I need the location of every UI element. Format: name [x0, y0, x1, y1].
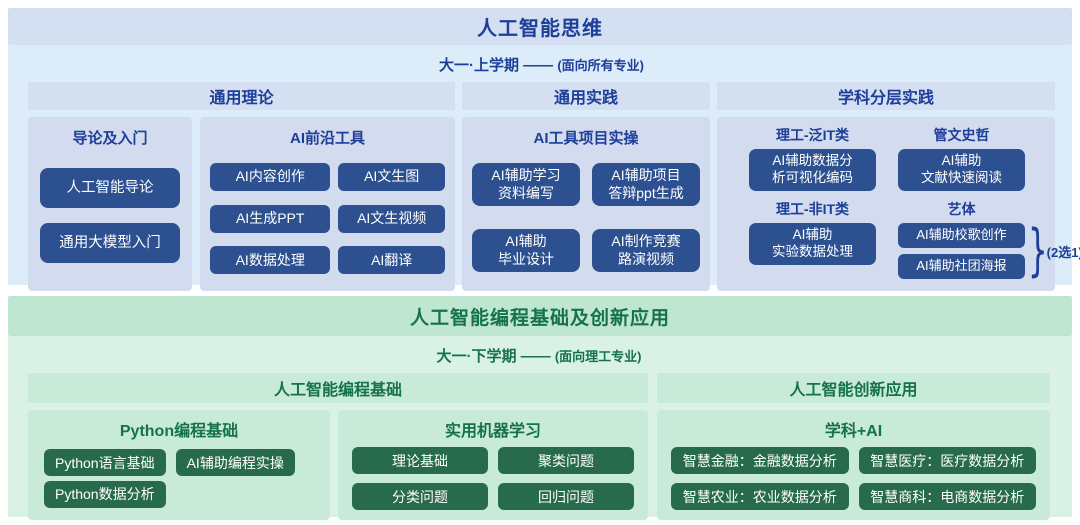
column-general-practice: 通用实践 AI工具项目实操 AI辅助学习 资料编写 AI辅助项目 答辩ppt生成…	[462, 82, 710, 291]
course-block: Python数据分析	[44, 480, 166, 508]
choose-one-note: (2选1)	[1046, 244, 1080, 260]
layered-practice-grid: 理工-泛IT类 AI辅助数据分 析可视化编码 管文史哲 AI辅助 文献快速阅读 …	[717, 117, 1080, 291]
section2-subtitle: 大一·下学期 —— (面向理工专业)	[28, 341, 1050, 373]
course-block: AI辅助校歌创作	[898, 223, 1025, 248]
course-block: Python语言基础	[44, 449, 166, 477]
arts-course-stack: AI辅助校歌创作 AI辅助社团海报	[898, 223, 1025, 279]
column-layered-practice: 学科分层实践 理工-泛IT类 AI辅助数据分 析可视化编码 管文史哲 AI辅助 …	[717, 82, 1080, 291]
course-block: AI数据处理	[210, 246, 331, 275]
course-block: AI辅助项目 答辩ppt生成	[592, 163, 700, 206]
panel-python-basics-title: Python编程基础	[119, 423, 239, 440]
course-block: AI文生视频	[338, 204, 445, 233]
course-block: 回归问题	[498, 483, 634, 510]
python-course-row: Python数据分析	[44, 480, 166, 508]
python-course-row: Python语言基础 AI辅助编程实操	[44, 449, 295, 477]
section1-columns: 通用理论 导论及入门 人工智能导论 通用大模型入门 AI前沿工具	[28, 82, 1080, 291]
course-block: AI制作竞赛 路演视频	[592, 229, 700, 272]
course-block: 人工智能导论	[40, 167, 180, 208]
course-block: 分类问题	[352, 483, 488, 510]
machine-learning-grid: 理论基础 聚类问题 分类问题 回归问题	[338, 443, 648, 520]
discipline-group: 管文史哲 AI辅助 文献快速阅读	[898, 125, 1025, 191]
section-ai-thinking: 人工智能思维 大一·上学期 —— (面向所有专业) 通用理论 导论及入门 人工智…	[8, 8, 1080, 291]
course-block: AI辅助学习 资料编写	[472, 163, 580, 206]
column-header-programming-foundations: 人工智能编程基础	[28, 373, 648, 403]
course-block: 理论基础	[352, 447, 488, 474]
column-header-general-theory: 通用理论	[28, 82, 455, 110]
panel-machine-learning: 实用机器学习 理论基础 聚类问题 分类问题 回归问题	[338, 410, 648, 520]
course-block: 聚类问题	[498, 447, 634, 474]
discipline-group: 理工-非IT类 AI辅助 实验数据处理	[749, 199, 876, 279]
column-innovation-applications: 人工智能创新应用 学科+AI 智慧金融：金融数据分析 智慧医疗：医疗数据分析 智…	[657, 373, 1050, 520]
panel-project-practice-title: AI工具项目实操	[533, 130, 639, 147]
panel-subject-ai-title: 学科+AI	[824, 423, 883, 440]
panel-machine-learning-title: 实用机器学习	[444, 423, 541, 440]
general-theory-panels: 导论及入门 人工智能导论 通用大模型入门 AI前沿工具 AI内容创作 AI文生图	[28, 117, 455, 291]
course-block: 智慧医疗：医疗数据分析	[858, 447, 1036, 474]
curly-brace-decoration: }	[1028, 218, 1048, 284]
course-block: AI翻译	[338, 246, 445, 275]
audience-note: (面向理工专业)	[554, 349, 642, 364]
python-course-rows: Python语言基础 AI辅助编程实操 Python数据分析	[28, 443, 330, 520]
course-block: 智慧金融：金融数据分析	[671, 447, 849, 474]
discipline-label: 管文史哲	[933, 127, 990, 143]
course-block: AI辅助编程实操	[175, 449, 295, 477]
panel-python-basics: Python编程基础 Python语言基础 AI辅助编程实操 Python数据分…	[28, 410, 330, 520]
course-block: AI辅助数据分 析可视化编码	[749, 149, 876, 191]
course-block: AI生成PPT	[210, 204, 331, 233]
course-block: AI辅助 实验数据处理	[749, 223, 876, 265]
section1-body: 大一·上学期 —— (面向所有专业) 通用理论 导论及入门 人工智能导论 通用大…	[8, 45, 1080, 291]
discipline-label: 理工-非IT类	[775, 201, 850, 217]
semester-label: 大一·上学期 ——	[438, 57, 554, 74]
panel-layered-practice: 理工-泛IT类 AI辅助数据分 析可视化编码 管文史哲 AI辅助 文献快速阅读 …	[717, 117, 1080, 291]
ai-tools-grid: AI内容创作 AI文生图 AI生成PPT AI文生视频 AI数据处理 AI翻译	[200, 150, 455, 291]
discipline-label: 理工-泛IT类	[775, 127, 850, 143]
section1-header: 人工智能思维	[8, 8, 1072, 45]
course-block: AI辅助 毕业设计	[472, 229, 580, 272]
panel-ai-tools: AI前沿工具 AI内容创作 AI文生图 AI生成PPT AI文生视频 AI数据处…	[200, 117, 455, 291]
column-programming-foundations: 人工智能编程基础 Python编程基础 Python语言基础 AI辅助编程实操 …	[28, 373, 648, 520]
section2-columns: 人工智能编程基础 Python编程基础 Python语言基础 AI辅助编程实操 …	[28, 373, 1050, 520]
section2-header: 人工智能编程基础及创新应用	[8, 296, 1072, 336]
course-block: 智慧商科：电商数据分析	[858, 483, 1036, 510]
section2-body: 大一·下学期 —— (面向理工专业) 人工智能编程基础 Python编程基础 P…	[8, 336, 1072, 520]
project-practice-grid: AI辅助学习 资料编写 AI辅助项目 答辩ppt生成 AI辅助 毕业设计 AI制…	[462, 150, 710, 291]
course-block: AI内容创作	[210, 162, 331, 191]
section-ai-programming: 人工智能编程基础及创新应用 大一·下学期 —— (面向理工专业) 人工智能编程基…	[8, 296, 1072, 520]
column-header-general-practice: 通用实践	[462, 82, 710, 110]
panel-intro-title: 导论及入门	[72, 130, 148, 147]
discipline-label: 艺体	[947, 201, 976, 217]
section1-subtitle: 大一·上学期 —— (面向所有专业)	[28, 50, 1055, 82]
semester-label: 大一·下学期 ——	[436, 348, 551, 365]
intro-course-list: 人工智能导论 通用大模型入门	[28, 150, 192, 291]
panel-ai-tools-title: AI前沿工具	[289, 130, 365, 147]
arts-choice-row: AI辅助校歌创作 AI辅助社团海报 } (2选1)	[898, 223, 1080, 279]
course-block: AI文生图	[338, 162, 445, 191]
subject-ai-grid: 智慧金融：金融数据分析 智慧医疗：医疗数据分析 智慧农业：农业数据分析 智慧商科…	[657, 443, 1050, 520]
panel-intro: 导论及入门 人工智能导论 通用大模型入门	[28, 117, 192, 291]
discipline-group: 理工-泛IT类 AI辅助数据分 析可视化编码	[749, 125, 876, 191]
section1-title: 人工智能思维	[477, 18, 603, 40]
discipline-group-arts: 艺体 AI辅助校歌创作 AI辅助社团海报 } (2选1)	[898, 199, 1080, 279]
panel-subject-ai: 学科+AI 智慧金融：金融数据分析 智慧医疗：医疗数据分析 智慧农业：农业数据分…	[657, 410, 1050, 520]
course-block: AI辅助社团海报	[898, 254, 1025, 279]
panel-project-practice: AI工具项目实操 AI辅助学习 资料编写 AI辅助项目 答辩ppt生成 AI辅助…	[462, 117, 710, 291]
audience-note: (面向所有专业)	[557, 58, 644, 73]
column-header-innovation-applications: 人工智能创新应用	[657, 373, 1050, 403]
course-block: 智慧农业：农业数据分析	[671, 483, 849, 510]
course-block: AI辅助 文献快速阅读	[898, 149, 1025, 191]
column-general-theory: 通用理论 导论及入门 人工智能导论 通用大模型入门 AI前沿工具	[28, 82, 455, 291]
programming-panels: Python编程基础 Python语言基础 AI辅助编程实操 Python数据分…	[28, 410, 648, 520]
section2-title: 人工智能编程基础及创新应用	[409, 307, 670, 329]
column-header-layered-practice: 学科分层实践	[717, 82, 1055, 110]
course-block: 通用大模型入门	[40, 223, 180, 264]
